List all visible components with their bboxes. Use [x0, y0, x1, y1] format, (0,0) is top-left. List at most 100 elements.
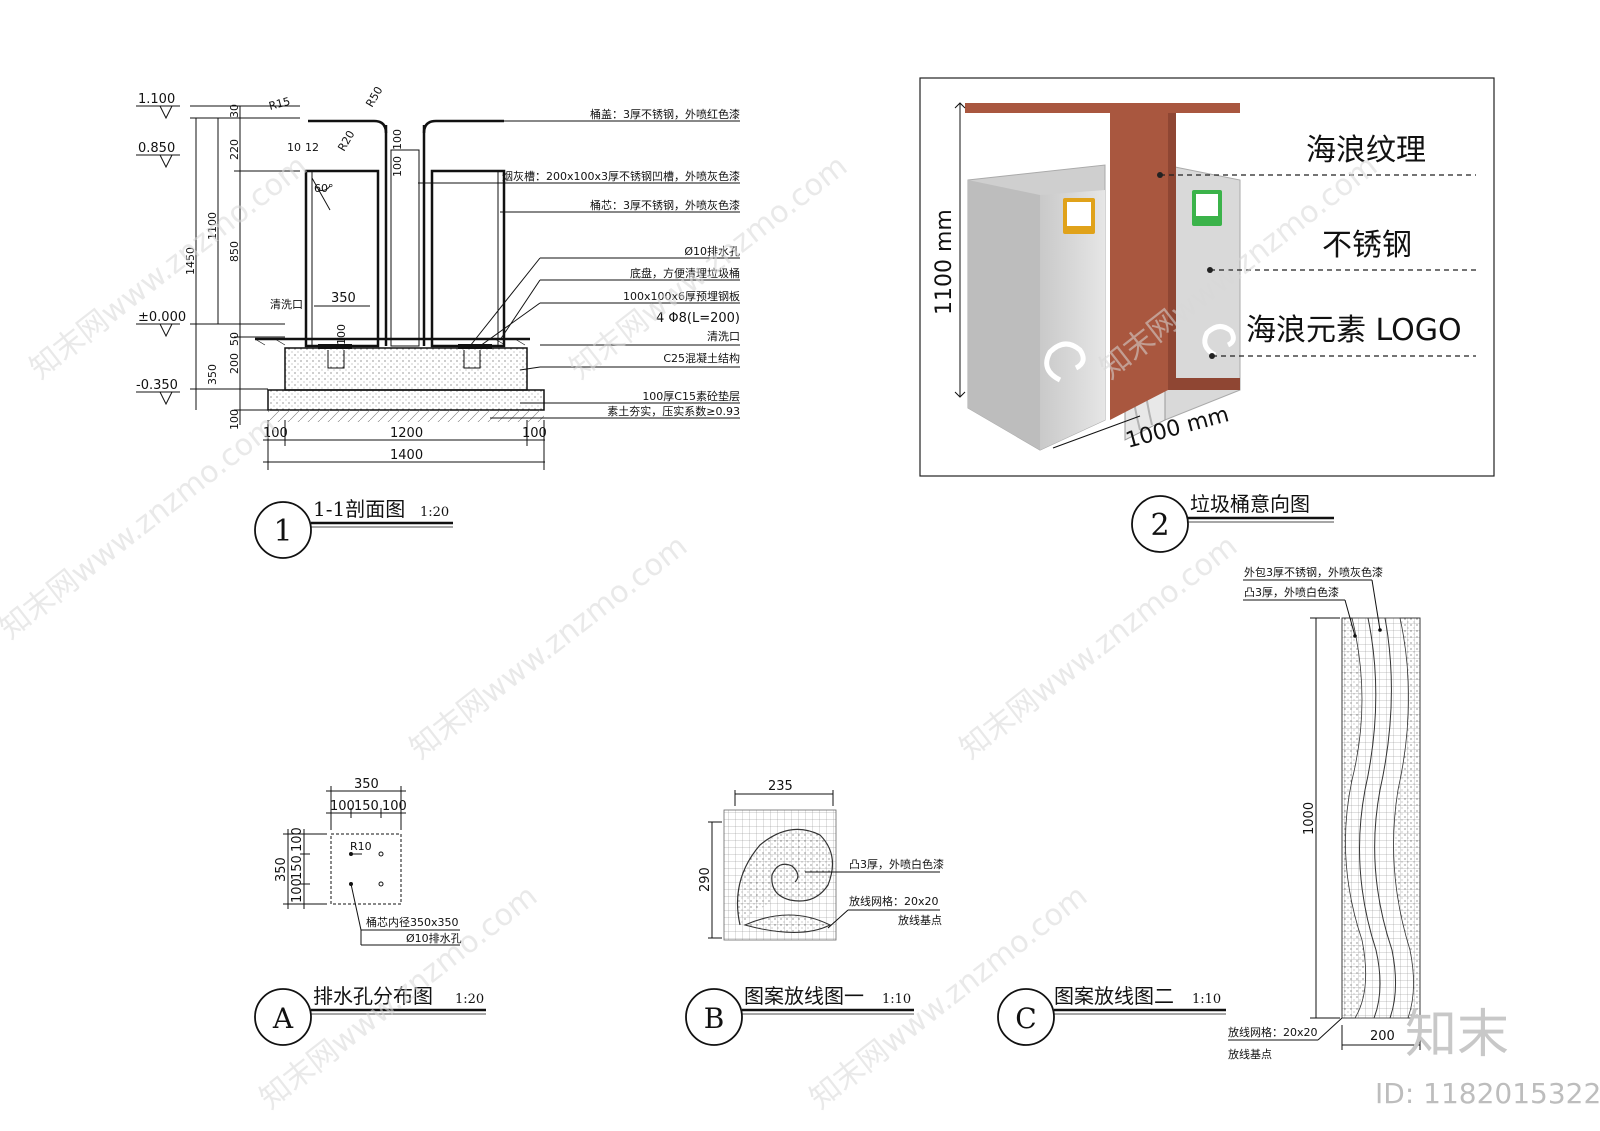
- drain-dim-150v: 150: [290, 855, 305, 880]
- drain-dim-150: 150: [354, 799, 379, 814]
- dim-1100: 1100: [206, 212, 219, 240]
- callout-cleanout: 清洗口: [707, 330, 740, 343]
- lid-right: [422, 119, 504, 134]
- drain-dim-100v-bot: 100: [290, 878, 305, 903]
- title-render: 2 垃圾桶意向图: [1131, 492, 1334, 553]
- elev-0000: ±0.000: [138, 310, 186, 325]
- dim-b-100-left: 100: [263, 426, 288, 441]
- render-title: 垃圾桶意向图: [1190, 492, 1310, 516]
- view-letter-b: B: [704, 1002, 725, 1035]
- pattern1-dim-290: 290: [698, 867, 713, 892]
- dim-12: 12: [305, 141, 319, 154]
- view-letter-c: C: [1015, 1002, 1036, 1035]
- anchor-left: [327, 350, 345, 369]
- concrete-foundation: [284, 347, 528, 391]
- drain-scale: 1:20: [455, 992, 484, 1007]
- title-drain: A 排水孔分布图 1:20: [254, 984, 486, 1046]
- drain-outline: [330, 833, 402, 905]
- watermark-1: 知末网www.znzmo.com: [23, 148, 314, 386]
- dim-b-1200: 1200: [390, 426, 423, 441]
- render-label-wave-texture: 海浪纹理: [1306, 133, 1426, 168]
- callout-base: 底盘，方便清理垃圾桶: [630, 266, 740, 280]
- dim-30: 30: [228, 104, 241, 118]
- pattern2-callout-grid: 放线网格：20x20: [1228, 1025, 1318, 1039]
- dim-220: 220: [228, 139, 241, 160]
- section-scale: 1:20: [420, 505, 449, 520]
- callout-soil: 素土夯实，压实系数≥0.93: [607, 404, 740, 418]
- title-pattern2: C 图案放线图二 1:10: [997, 984, 1226, 1046]
- pattern2-title: 图案放线图二: [1054, 984, 1174, 1008]
- pattern2-callout-base: 放线基点: [1228, 1047, 1272, 1061]
- pattern1-scale: 1:10: [882, 992, 911, 1007]
- drain-callout-hole: Ø10排水孔: [406, 931, 462, 945]
- drain-dim-100a: 100: [330, 799, 355, 814]
- callout-ash-tray: 烟灰槽：200x100x3厚不锈钢凹槽，外喷灰色漆: [502, 169, 740, 183]
- pattern1-callout-raised: 凸3厚，外喷白色漆: [849, 857, 944, 871]
- drain-r10: R10: [350, 840, 372, 853]
- dim-10: 10: [287, 141, 301, 154]
- pattern1-swirl: [736, 828, 834, 926]
- width-350: 350: [331, 291, 356, 306]
- drain-title: 排水孔分布图: [313, 984, 433, 1008]
- pattern2-callout-raised: 凸3厚，外喷白色漆: [1244, 585, 1339, 599]
- render-swirl-right: [1202, 324, 1236, 358]
- pattern1-view: 235 290 凸3厚，外喷白色漆 放线网格：20x20 放线基点 B 图案放线…: [685, 779, 944, 1046]
- drain-callout-core: 桶芯内径350x350: [366, 915, 459, 929]
- callout-plate: 100x100x6厚预埋钢板: [623, 289, 740, 303]
- section-view: 1.100 0.850 ±0.000 -0.350 30 220: [136, 84, 740, 559]
- brand-watermark: 知末: [1405, 1005, 1509, 1065]
- dim-b-1400: 1400: [390, 448, 423, 463]
- dim-100: 100: [228, 409, 241, 430]
- title-section: 1 1-1剖面图 1:20: [254, 497, 453, 559]
- callout-drain-hole: Ø10排水孔: [684, 244, 740, 258]
- lid-left: [308, 119, 388, 134]
- watermark-6: 知末网www.znzmo.com: [953, 528, 1244, 766]
- pattern1-callout-base: 放线基点: [898, 913, 942, 927]
- render-swirl-left: [1044, 341, 1086, 383]
- callout-c15: 100厚C15素砼垫层: [642, 389, 740, 403]
- dim-b-100-right: 100: [522, 426, 547, 441]
- render-dim-height: 1100 mm: [932, 209, 957, 315]
- callout-rebar: 4 Φ8(L=200): [656, 311, 740, 326]
- image-id: ID: 1182015322: [1375, 1077, 1600, 1110]
- render-label-logo: 海浪元素 LOGO: [1246, 313, 1462, 348]
- drain-dim-100b: 100: [382, 799, 407, 814]
- dim-100-top: 100: [391, 129, 404, 150]
- dim-50: 50: [228, 332, 241, 346]
- pattern2-dim-1000: 1000: [1302, 802, 1317, 835]
- view-letter-a: A: [272, 1002, 294, 1035]
- bottom-dimensions: 100 1200 100 1400: [263, 420, 547, 470]
- pattern2-callout-cladding: 外包3厚不锈钢，外喷灰色漆: [1244, 565, 1383, 579]
- cleanout-label: 清洗口: [270, 298, 303, 311]
- drain-view: R10 350 100 150 100 350 100 150 100 桶芯内径…: [254, 777, 486, 1046]
- callout-core: 桶芯：3厚不锈钢，外喷灰色漆: [590, 198, 740, 212]
- drain-dim-350v: 350: [274, 857, 289, 882]
- dim-350: 350: [206, 364, 219, 385]
- view-number-1: 1: [273, 514, 292, 549]
- watermark-5: 知末网www.znzmo.com: [403, 528, 694, 766]
- dim-1450: 1450: [184, 247, 197, 275]
- section-title: 1-1剖面图: [313, 497, 405, 521]
- c15-cushion: [267, 389, 545, 411]
- section-callouts: 桶盖：3厚不锈钢，外喷红色漆 烟灰槽：200x100x3厚不锈钢凹槽，外喷灰色漆…: [418, 107, 740, 419]
- dim-100-mid: 100: [391, 156, 404, 177]
- elev-0850: 0.850: [138, 141, 175, 156]
- drain-dim-350: 350: [354, 777, 379, 792]
- dim-200: 200: [228, 353, 241, 374]
- watermark-2: 知末网www.znzmo.com: [563, 148, 854, 386]
- bin-right: [430, 169, 506, 348]
- callout-c25: C25混凝土结构: [663, 351, 740, 365]
- dim-850: 850: [228, 241, 241, 262]
- callout-lid: 桶盖：3厚不锈钢，外喷红色漆: [590, 107, 740, 121]
- pattern2-scale: 1:10: [1192, 992, 1221, 1007]
- compacted-soil: [268, 410, 544, 422]
- anchor-right: [463, 350, 481, 369]
- pattern2-wave-1: [1341, 617, 1367, 1019]
- dim-r15: R15: [267, 95, 291, 113]
- pattern1-callout-grid: 放线网格：20x20: [849, 894, 939, 908]
- elev-0350: -0.350: [136, 378, 178, 393]
- pattern2-wave-2: [1393, 617, 1421, 1019]
- pattern2-view: 1000 200 外包3厚不锈钢，外喷灰色漆 凸3厚，外喷白色漆 放线网格：20…: [997, 565, 1421, 1061]
- dim-r20: R20: [335, 128, 357, 153]
